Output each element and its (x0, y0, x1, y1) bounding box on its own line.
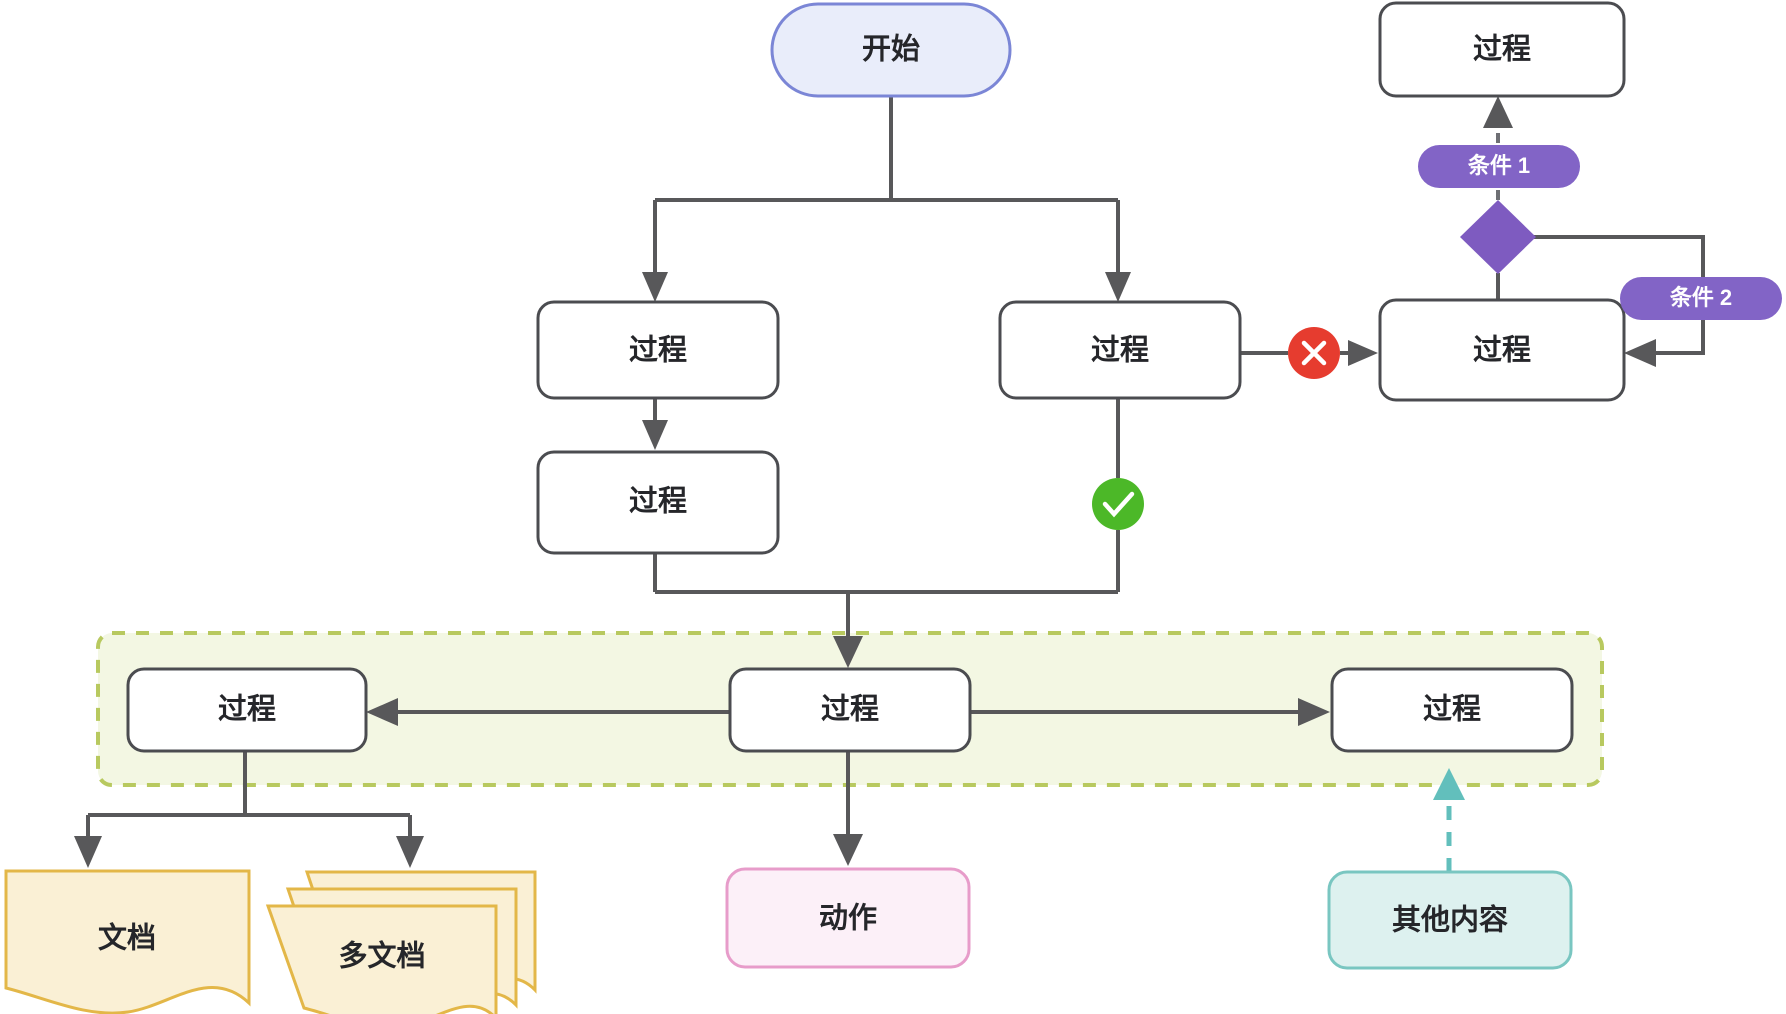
action-shape (725, 867, 971, 969)
process-group-center-shape (728, 667, 972, 753)
condition-2-pill[interactable]: 条件 2 (1620, 277, 1782, 320)
condition-1-pill[interactable]: 条件 1 (1418, 145, 1580, 188)
error-badge[interactable] (1288, 327, 1340, 379)
node-action[interactable]: 动作 (725, 867, 971, 969)
arrowhead-to-multidocument (396, 836, 424, 868)
arrowhead-center-to-groupleft (366, 698, 398, 726)
condition-2-shape (1620, 277, 1782, 320)
arrowhead-center-to-groupright (1298, 698, 1330, 726)
arrowhead-loopback (1624, 339, 1656, 367)
node-process-left-1[interactable]: 过程 (536, 300, 780, 400)
node-document[interactable]: 文档 (4, 869, 251, 1014)
success-badge-circle (1092, 478, 1144, 530)
node-decision[interactable] (1460, 200, 1536, 274)
node-process-group-center[interactable]: 过程 (728, 667, 972, 753)
process-left-2-shape (536, 450, 780, 555)
process-group-right-shape (1330, 667, 1574, 753)
node-start[interactable]: 开始 (770, 2, 1012, 98)
node-process-group-right[interactable]: 过程 (1330, 667, 1574, 753)
node-process-loop[interactable]: 过程 (1378, 298, 1626, 402)
node-process-right-1[interactable]: 过程 (998, 300, 1242, 400)
node-other-content[interactable]: 其他内容 (1327, 870, 1573, 970)
check-icon (1102, 491, 1135, 518)
edges-layer (74, 96, 1705, 872)
process-top-right-shape (1378, 1, 1626, 98)
process-right-1-shape (998, 300, 1242, 400)
arrowhead-split-right (1105, 272, 1131, 302)
arrowhead-to-action (833, 834, 863, 866)
condition-1-shape (1418, 145, 1580, 188)
x-icon (1301, 340, 1327, 366)
arrowhead-other-to-groupright (1433, 768, 1465, 800)
arrowhead-to-document (74, 836, 102, 868)
start-shape (770, 2, 1012, 98)
multi-document-sheet-front (265, 904, 498, 1014)
arrowhead-merge-to-center (833, 636, 863, 668)
process-group-left-shape (126, 667, 368, 753)
node-multi-document[interactable]: 多文档 (265, 870, 537, 1014)
other-content-shape (1327, 870, 1573, 970)
success-badge[interactable] (1092, 478, 1144, 530)
arrowhead-to-loop-process (1348, 340, 1378, 366)
node-process-left-2[interactable]: 过程 (536, 450, 780, 555)
process-left-1-shape (536, 300, 780, 400)
arrowhead-split-left (642, 272, 668, 302)
arrowhead-decision-to-topright (1483, 96, 1513, 128)
arrowhead-left1-left2 (642, 420, 668, 450)
node-process-top-right[interactable]: 过程 (1378, 1, 1626, 98)
decision-diamond-shape (1460, 200, 1536, 274)
node-process-group-left[interactable]: 过程 (126, 667, 368, 753)
document-shape (4, 869, 251, 1014)
process-loop-shape (1378, 298, 1626, 402)
